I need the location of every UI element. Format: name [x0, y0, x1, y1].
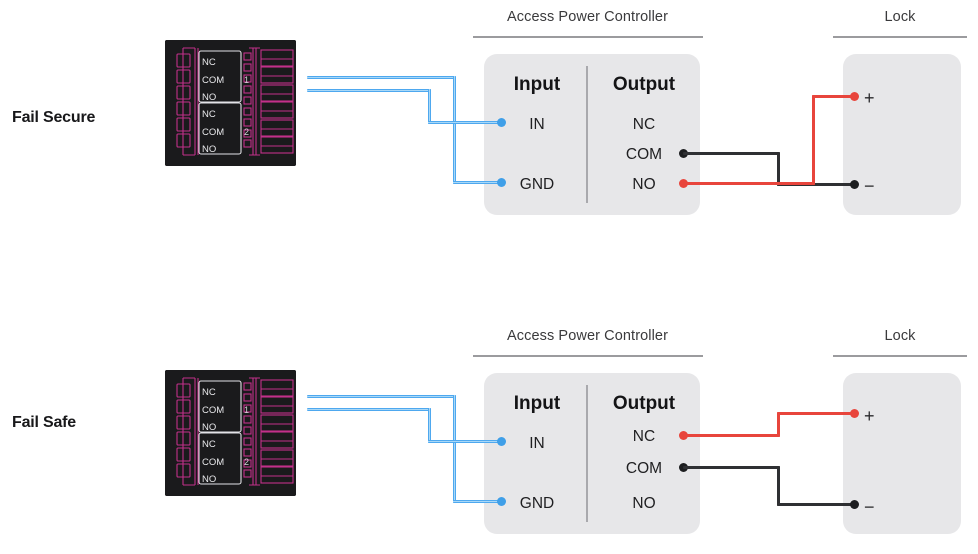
wire-blue-gnd-seg-h2-top [453, 181, 503, 184]
controller-terminal-in-bottom[interactable]: IN [529, 435, 545, 452]
lock-terminal-negative-bottom[interactable]: − [864, 497, 875, 517]
svg-text:2: 2 [244, 127, 249, 137]
controller-terminal-nc-top[interactable]: NC [632, 116, 656, 133]
wire-black-seg-h2-top [777, 183, 856, 186]
svg-text:NC: NC [202, 109, 216, 120]
controller-heading-bottom: Access Power Controller [506, 328, 669, 344]
lock-panel-bottom [843, 373, 961, 534]
lock-heading-bottom: Lock [884, 328, 916, 344]
dot-lock-positive-bottom [850, 409, 859, 418]
controller-terminal-gnd-bottom[interactable]: GND [519, 495, 555, 512]
controller-input-title-top: Input [513, 74, 561, 95]
wire-black-seg-v-bottom [777, 466, 780, 506]
wire-blue-gnd-seg-v-top [453, 76, 456, 184]
wire-blue-gnd-seg-h2-bottom [453, 500, 503, 503]
svg-text:1: 1 [244, 75, 249, 85]
wire-blue-in-seg-h2-bottom [428, 440, 503, 443]
lock-terminal-positive-top[interactable]: + [864, 88, 875, 108]
lock-heading-rule-bottom [833, 355, 967, 357]
wire-black-seg-h2-bottom [777, 503, 856, 506]
svg-text:COM: COM [202, 457, 224, 468]
controller-terminal-gnd-top[interactable]: GND [519, 176, 555, 193]
svg-text:COM: COM [202, 75, 224, 86]
lock-heading-rule-top [833, 36, 967, 38]
relay-module-image-top: NC COM NO NC COM NO 1 2 [165, 40, 296, 166]
controller-heading-top: Access Power Controller [506, 9, 669, 25]
wire-blue-gnd-seg-h1-bottom [307, 395, 456, 398]
controller-input-title-bottom: Input [513, 393, 561, 414]
svg-text:COM: COM [202, 127, 224, 138]
wire-blue-gnd-seg-h1-top [307, 76, 456, 79]
controller-heading-rule-bottom [473, 355, 703, 357]
lock-heading-top: Lock [884, 9, 916, 25]
wire-black-seg-v-top [777, 152, 780, 186]
wire-black-seg-h1-top [683, 152, 780, 155]
svg-text:NO: NO [202, 422, 216, 433]
svg-text:1: 1 [244, 405, 249, 415]
controller-terminal-nc-bottom[interactable]: NC [632, 428, 656, 445]
dot-gnd-top [497, 178, 506, 187]
relay-module-image-bottom: NC COM NO NC COM NO 1 2 [165, 370, 296, 496]
wire-blue-in-seg-h1-bottom [307, 408, 431, 411]
svg-text:NC: NC [202, 57, 216, 68]
controller-output-title-top: Output [612, 74, 676, 95]
wire-blue-gnd-seg-v-bottom [453, 395, 456, 503]
controller-column-divider-bottom [586, 385, 588, 522]
controller-terminal-no-bottom[interactable]: NO [632, 495, 656, 512]
controller-terminal-com-top[interactable]: COM [625, 146, 663, 163]
wire-blue-in-seg-h2-top [428, 121, 503, 124]
wire-blue-in-seg-h1-top [307, 89, 431, 92]
lock-terminal-negative-top[interactable]: − [864, 176, 875, 196]
wire-blue-in-seg-v-bottom [428, 408, 431, 443]
svg-text:NC: NC [202, 439, 216, 450]
dot-gnd-bottom [497, 497, 506, 506]
svg-text:NO: NO [202, 144, 216, 155]
access-power-controller-panel-bottom [484, 373, 700, 534]
wire-blue-in-seg-v-top [428, 89, 431, 124]
wire-red-seg-h1-bottom [683, 434, 780, 437]
wire-red-seg-v-bottom [777, 412, 780, 437]
lock-terminal-positive-bottom[interactable]: + [864, 406, 875, 426]
dot-lock-negative-top [850, 180, 859, 189]
controller-terminal-com-bottom[interactable]: COM [625, 460, 663, 477]
row-label-fail-secure: Fail Secure [12, 109, 96, 126]
controller-terminal-in-top[interactable]: IN [529, 116, 545, 133]
controller-output-title-bottom: Output [612, 393, 676, 414]
svg-text:NC: NC [202, 387, 216, 398]
access-power-controller-panel-top [484, 54, 700, 215]
svg-text:NO: NO [202, 92, 216, 103]
svg-text:COM: COM [202, 405, 224, 416]
row-label-fail-safe: Fail Safe [12, 414, 77, 431]
wire-red-seg-h2-top [812, 95, 856, 98]
svg-text:2: 2 [244, 457, 249, 467]
wire-red-seg-v-top [812, 95, 815, 185]
dot-lock-negative-bottom [850, 500, 859, 509]
dot-in-bottom [497, 437, 506, 446]
wire-black-seg-h1-bottom [683, 466, 780, 469]
wire-red-seg-h2-bottom [777, 412, 856, 415]
dot-in-top [497, 118, 506, 127]
controller-heading-rule-top [473, 36, 703, 38]
svg-text:NO: NO [202, 474, 216, 485]
controller-terminal-no-top[interactable]: NO [632, 176, 656, 193]
controller-column-divider-top [586, 66, 588, 203]
lock-panel-top [843, 54, 961, 215]
dot-lock-positive-top [850, 92, 859, 101]
wire-red-seg-h1-top [683, 182, 815, 185]
